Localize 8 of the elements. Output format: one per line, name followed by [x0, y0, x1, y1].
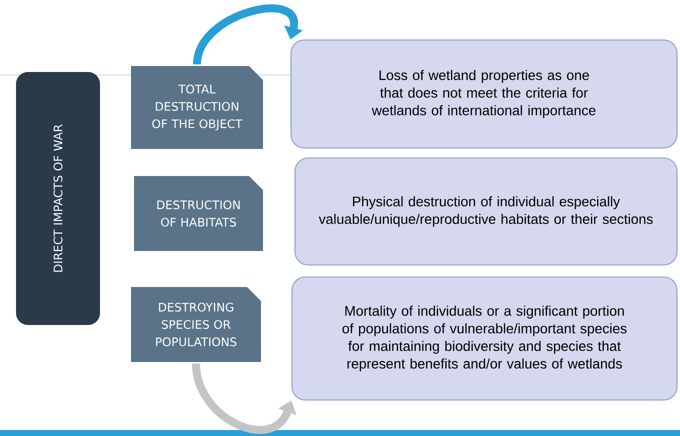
- title-box: DIRECT IMPACTS OF WAR: [16, 72, 100, 325]
- description-box: Physical destruction of individual especially valuable/unique/reproductive habitats or their sections: [294, 157, 678, 266]
- category-box: DESTROYING SPECIES OR POPULATIONS: [131, 287, 261, 362]
- category-box: DESTRUCTION OF HABITATS: [134, 176, 263, 251]
- curved-arrow: [193, 4, 303, 66]
- category-box: TOTAL DESTRUCTION OF THE OBJECT: [131, 66, 263, 149]
- description-box: Loss of wetland properties as one that does not meet the criteria for wetlands of international importance: [290, 39, 678, 149]
- description-box: Mortality of individuals or a significant portion of populations of vulnerable/important species for maintaining biodiversity and species that represent benefits and/or values of wetlands: [291, 276, 678, 401]
